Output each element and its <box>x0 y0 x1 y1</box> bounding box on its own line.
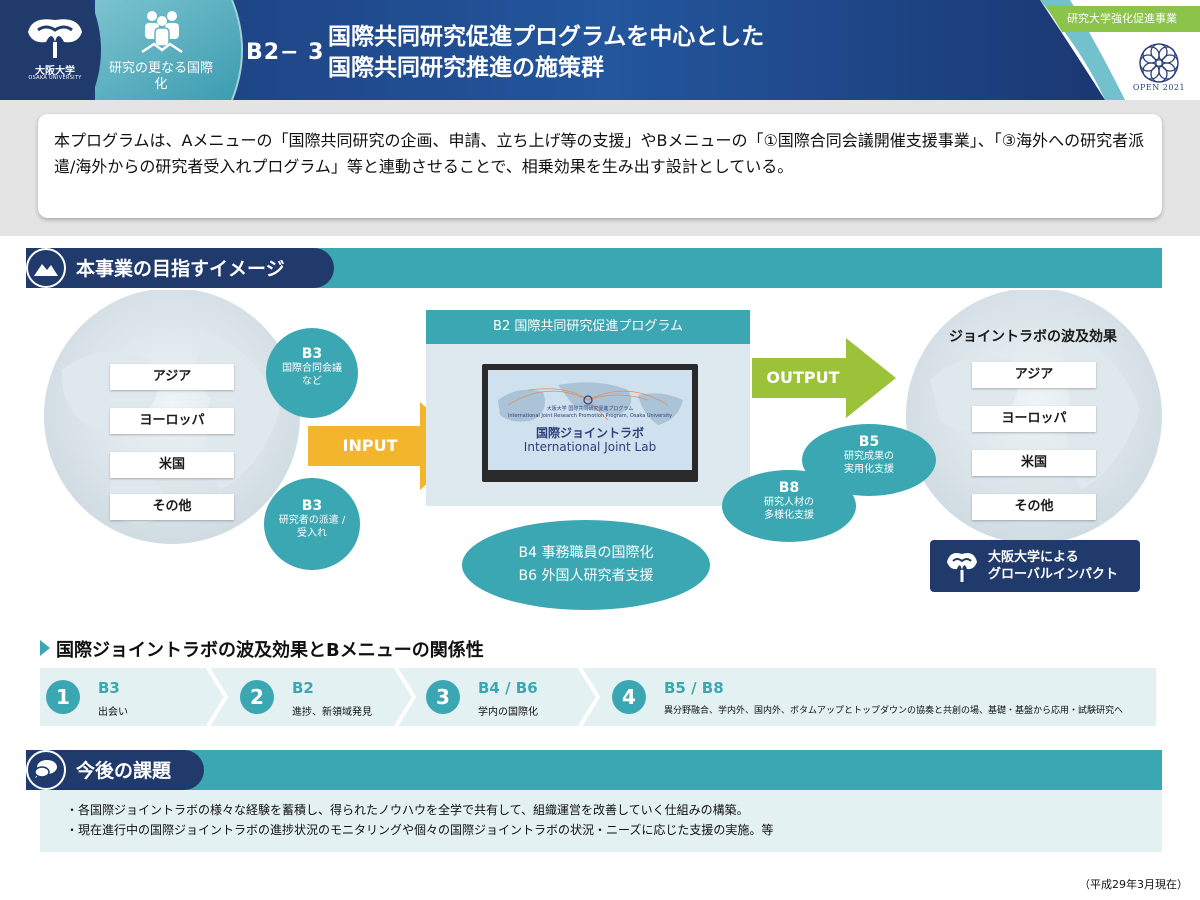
left-region-other: その他 <box>110 494 234 520</box>
icho-leaf-icon <box>28 19 82 58</box>
right-region-us: 米国 <box>972 450 1096 476</box>
lab-subtitle-jp: 大阪大学 国際共同研究促進プログラム <box>546 406 634 412</box>
relationship-chevrons <box>206 668 601 726</box>
step-number: 1 <box>46 680 80 714</box>
university-name-en: OSAKA UNIVERSITY <box>28 75 82 81</box>
theme-label: 研究の更なる国際化 <box>108 61 213 92</box>
step-code: B4 / B6 <box>478 679 538 697</box>
triangle-bullet-icon <box>40 640 50 656</box>
step-code: B5 / B8 <box>664 679 724 697</box>
university-name: 大阪大学 <box>35 66 75 77</box>
people-group-icon <box>141 11 183 54</box>
right-region-asia: アジア <box>972 362 1096 388</box>
joint-lab-screen: 大阪大学 国際共同研究促進プログラム International Joint R… <box>482 364 698 482</box>
bubble-code: B3 <box>301 346 323 362</box>
issue-item-1: ・各国際ジョイントラボの様々な経験を蓄積し、得られたノウハウを全学で共有して、組… <box>66 803 749 817</box>
left-region-us: 米国 <box>110 452 234 478</box>
bubble-text: 研究者の派遣 / <box>278 515 346 526</box>
section-tag <box>26 248 334 288</box>
input-label: INPUT <box>342 436 398 455</box>
bubble-text: 研究人材の <box>764 497 814 508</box>
university-logo: 大阪大学 OSAKA UNIVERSITY <box>18 12 92 88</box>
step-code: B3 <box>98 679 120 697</box>
output-arrow <box>752 338 896 418</box>
program-code: B2− 3 <box>246 40 325 65</box>
bubble-text: など <box>302 376 322 387</box>
section-title-issues: 今後の課題 <box>76 760 172 782</box>
speech-bubble-icon <box>34 760 57 778</box>
b2-program-panel: B2 国際共同研究促進プログラム 大阪大学 国際共同研究促進プログラム Inte… <box>426 310 750 506</box>
section-bar-issues: 今後の課題 <box>26 750 1162 790</box>
right-region-europe: ヨーロッパ <box>972 406 1096 432</box>
open-2021-emblem-icon <box>1139 43 1179 83</box>
step-number: 4 <box>612 680 646 714</box>
intro-text-box: 本プログラムは、Aメニューの「国際共同研究の企画、申請、立ち上げ等の支援」やBメ… <box>38 114 1162 218</box>
section-icon-circle <box>26 750 66 790</box>
output-label: OUTPUT <box>766 368 840 387</box>
step-desc: 進捗、新領域発見 <box>292 707 372 718</box>
bubble-b4-b6: B4 事務職員の国際化 B6 外国人研究者支援 <box>462 520 710 610</box>
step-desc: 学内の国際化 <box>478 707 538 718</box>
impact-line-1: 大阪大学による <box>988 550 1079 565</box>
lab-name-en: International Joint Lab <box>523 440 657 454</box>
bubble-text: 国際合同会議 <box>282 363 342 374</box>
bubble-text: 多様化支援 <box>764 510 814 521</box>
icho-leaf-icon <box>947 553 977 582</box>
b2-panel-header: B2 国際共同研究促進プログラム <box>426 310 750 344</box>
step-desc: 出会い <box>98 707 128 718</box>
bubble-code: B3 <box>301 498 323 514</box>
bubble-code: B8 <box>778 480 800 496</box>
relationship-title: 国際ジョイントラボの波及効果とBメニューの関係性 <box>56 640 484 661</box>
mountain-icon <box>34 264 58 276</box>
bubble-text: 研究成果の <box>844 451 894 462</box>
left-region-europe: ヨーロッパ <box>110 408 234 434</box>
bubble-b5: B5 研究成果の 実用化支援 <box>802 424 936 496</box>
step-code: B2 <box>292 679 314 697</box>
impact-line-2: グローバルインパクト <box>988 567 1118 582</box>
section-icon-circle <box>26 248 66 288</box>
open-2021-text: OPEN 2021 <box>1132 83 1186 92</box>
issues-box: ・各国際ジョイントラボの様々な経験を蓄積し、得られたノウハウを全学で共有して、組… <box>40 790 1162 852</box>
section-bar-image: 本事業の目指すイメージ <box>26 248 1162 288</box>
bubble-b3-researcher-exchange: B3 研究者の派遣 / 受入れ <box>264 478 360 570</box>
program-badge: 研究大学強化促進事業 <box>1067 12 1177 25</box>
lab-subtitle-en: International Joint Research Promotion P… <box>507 413 673 419</box>
impact-text: 大阪大学による グローバルインパクト <box>988 549 1118 583</box>
lab-name-jp: 国際ジョイントラボ <box>535 426 644 440</box>
page-header: 大阪大学 OSAKA UNIVERSITY 研究の更なる国際化 B2− 3 国際… <box>0 0 1200 100</box>
title-line-2: 国際共同研究推進の施策群 <box>328 55 604 81</box>
section-title-image: 本事業の目指すイメージ <box>76 258 285 280</box>
bubble-code: B5 <box>858 434 880 450</box>
bubble-b3-conference: B3 国際合同会議 など <box>266 328 358 418</box>
title-line-1: 国際共同研究促進プログラムを中心とした <box>328 24 765 50</box>
b6-line: B6 外国人研究者支援 <box>518 568 654 584</box>
b4-line: B4 事務職員の国際化 <box>518 545 654 561</box>
lab-subtitle: 大阪大学 国際共同研究促進プログラム International Joint R… <box>488 406 692 420</box>
bubble-text: 実用化支援 <box>844 464 894 475</box>
header-background <box>0 0 1200 100</box>
global-impact-box: 大阪大学による グローバルインパクト <box>930 540 1140 592</box>
intro-text: 本プログラムは、Aメニューの「国際共同研究の企画、申請、立ち上げ等の支援」やBメ… <box>54 131 1145 176</box>
joint-lab-map: 大阪大学 国際共同研究促進プログラム International Joint R… <box>488 370 692 470</box>
step-number: 3 <box>426 680 460 714</box>
step-number: 2 <box>240 680 274 714</box>
bubble-text: 受入れ <box>297 528 327 539</box>
right-region-other: その他 <box>972 494 1096 520</box>
issue-item-2: ・現在進行中の国際ジョイントラボの進捗状況のモニタリングや個々の国際ジョイントラ… <box>66 823 774 837</box>
world-map-icon <box>498 382 683 425</box>
step-desc: 異分野融合、学内外、国内外、ボタムアップとトップダウンの協奏と共創の場、基礎・基… <box>664 706 1124 716</box>
page-title: 国際共同研究促進プログラムを中心とした 国際共同研究推進の施策群 <box>328 22 764 84</box>
as-of-date-note: （平成29年3月現在） <box>1079 878 1188 891</box>
left-region-asia: アジア <box>110 364 234 390</box>
effect-title: ジョイントラボの波及効果 <box>949 329 1117 345</box>
